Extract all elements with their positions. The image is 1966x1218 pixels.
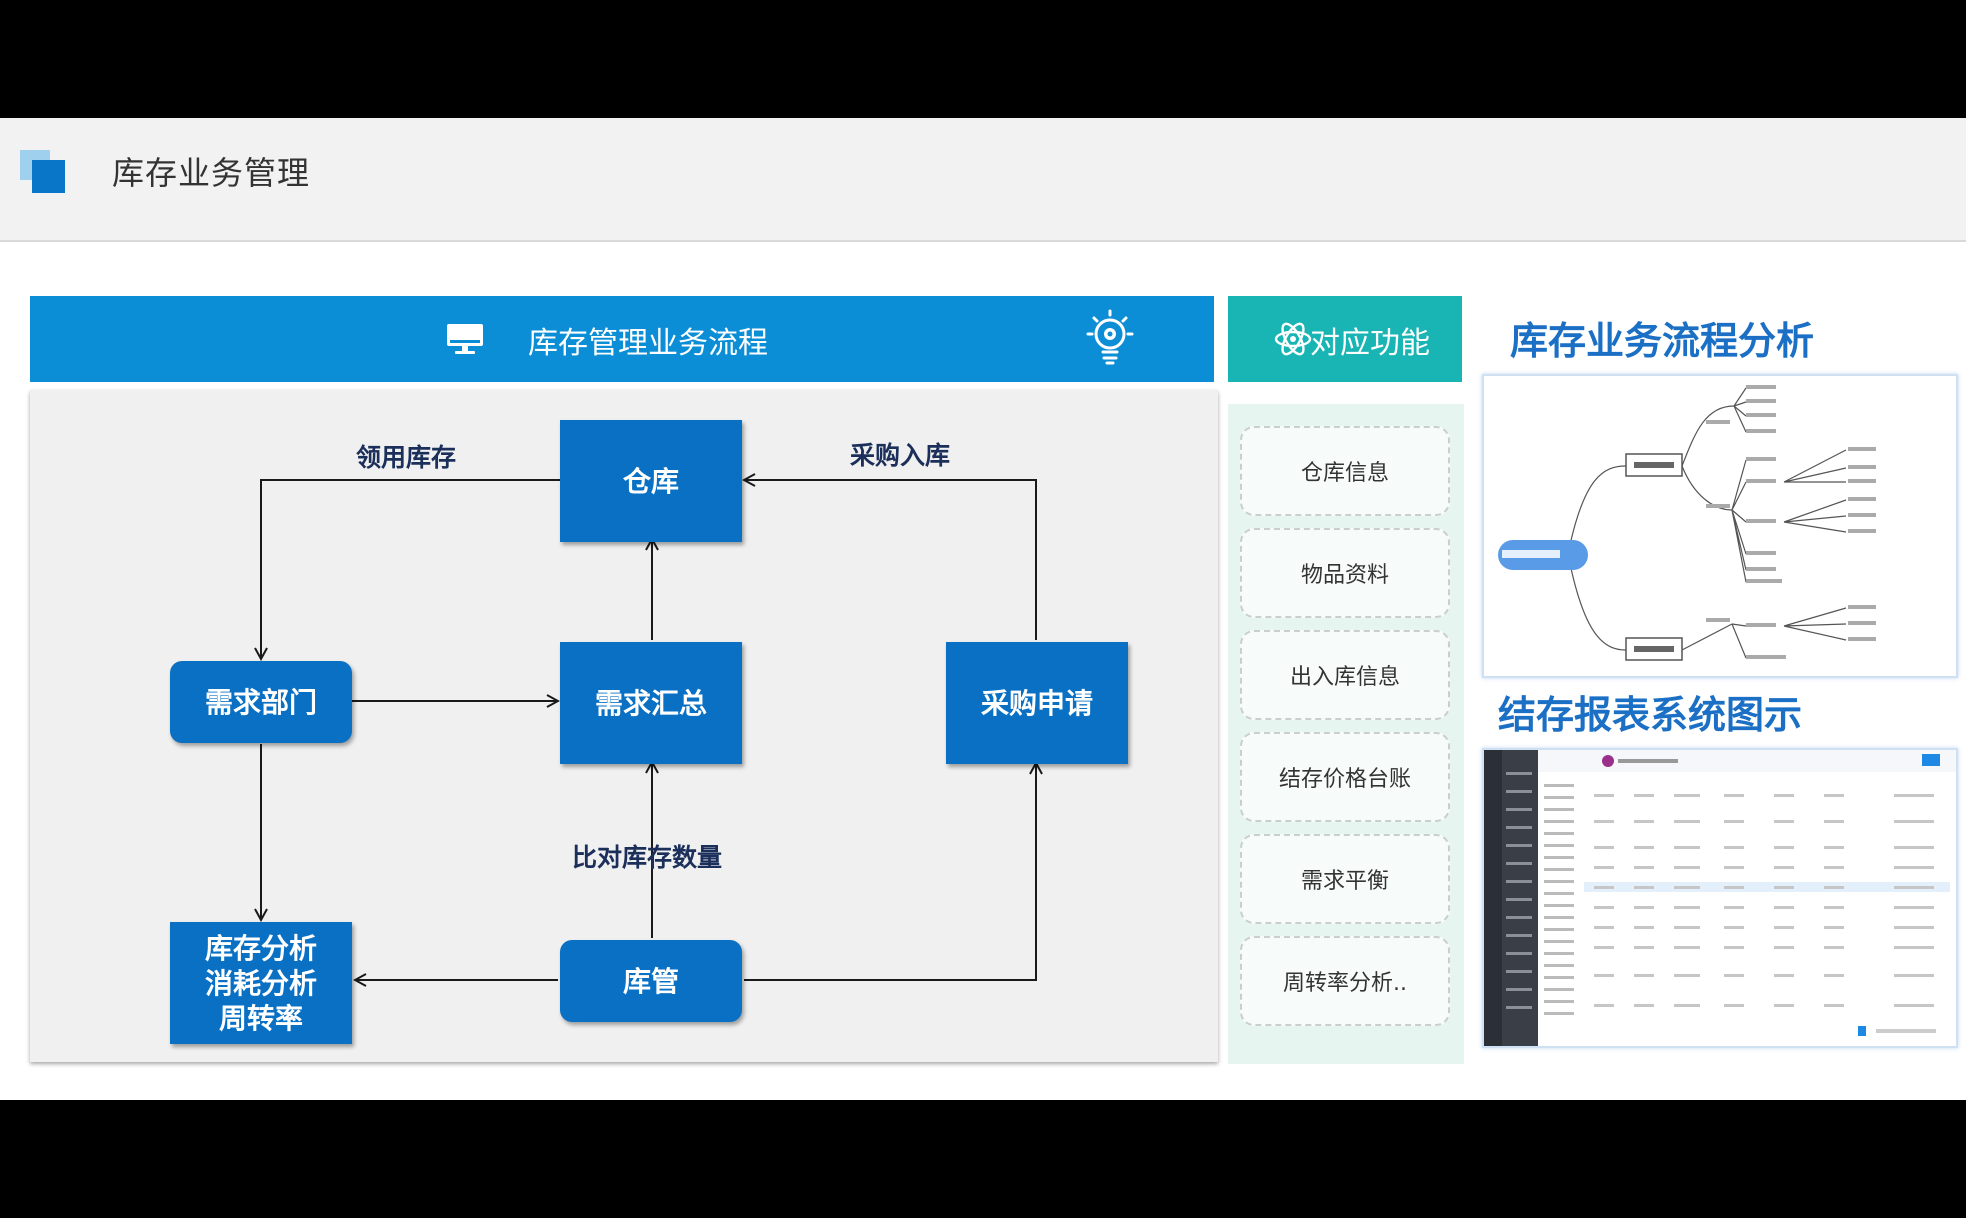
report-section-title: 结存报表系统图示: [1498, 693, 1803, 737]
function-item: 周转率分析..: [1240, 936, 1450, 1026]
function-list: 仓库信息 物品资料 出入库信息 结存价格台账 需求平衡 周转率分析..: [1228, 404, 1464, 1064]
analysis-line: 消耗分析: [204, 966, 317, 1000]
analysis-line: 库存分析: [204, 931, 317, 965]
analysis-section-title: 库存业务流程分析: [1510, 319, 1815, 363]
function-item: 结存价格台账: [1240, 732, 1450, 822]
label-purchase-in: 采购入库: [850, 441, 951, 470]
flow-connectors: [30, 390, 1218, 1062]
function-title-bar: 对应功能: [1228, 296, 1462, 382]
analysis-line: 周转率: [218, 1001, 303, 1035]
node-keeper: 库管: [560, 940, 742, 1022]
mindmap-thumbnail: [1482, 374, 1958, 678]
edge-keeper-to-purchase: [744, 763, 1036, 981]
function-item: 需求平衡: [1240, 834, 1450, 924]
node-warehouse: 仓库: [560, 420, 742, 542]
function-title: 对应功能: [1310, 326, 1430, 361]
node-purchase-request: 采购申请: [946, 642, 1128, 764]
flow-diagram: 仓库 需求部门 需求汇总 采购申请 库存分析 消耗分析 周转率 库管 领用库存 …: [30, 390, 1218, 1062]
function-item: 物品资料: [1240, 528, 1450, 618]
node-analysis: 库存分析 消耗分析 周转率: [170, 922, 352, 1044]
report-table-thumbnail: [1482, 748, 1958, 1048]
function-item: 仓库信息: [1240, 426, 1450, 516]
page-title: 库存业务管理: [112, 154, 311, 192]
header-square-icon: [32, 160, 65, 193]
node-demand-dept: 需求部门: [170, 661, 352, 743]
flow-title: 库存管理业务流程: [528, 326, 768, 361]
edge-purchase-to-warehouse: [744, 480, 1037, 640]
node-demand-summary: 需求汇总: [560, 642, 742, 764]
monitor-icon: [447, 324, 483, 354]
edge-warehouse-to-dept: [261, 479, 560, 659]
atom-icon: [1274, 322, 1312, 356]
page-header: 库存业务管理: [0, 118, 1966, 242]
label-use-stock: 领用库存: [356, 443, 457, 472]
flow-title-bar: 库存管理业务流程: [30, 296, 1214, 382]
slide: 库存业务管理 库存管理业务流程: [0, 118, 1966, 1100]
function-item: 出入库信息: [1240, 630, 1450, 720]
label-compare-qty: 比对库存数量: [572, 843, 723, 872]
lightbulb-gear-icon: [1086, 309, 1134, 365]
